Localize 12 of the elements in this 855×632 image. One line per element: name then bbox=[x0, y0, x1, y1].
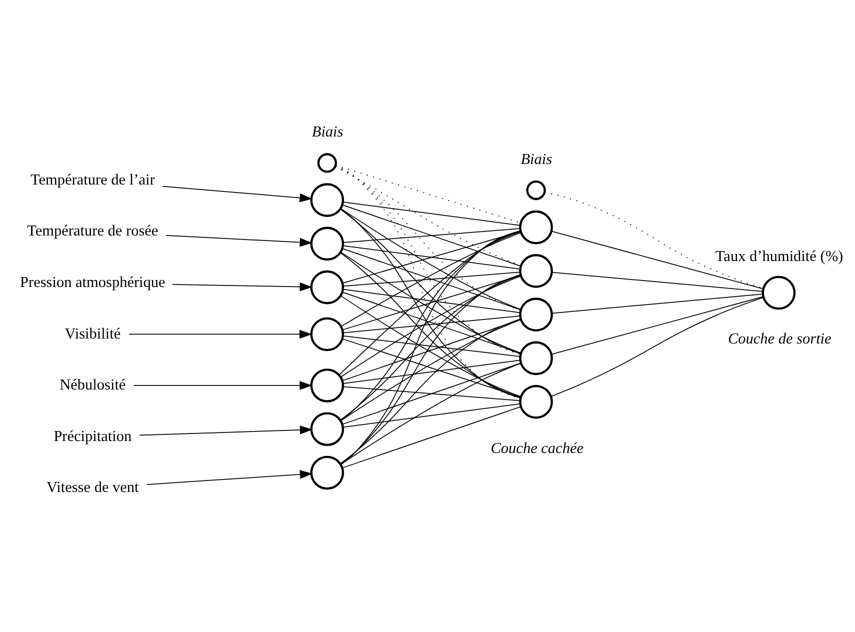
node-text: Vitesse de vent bbox=[46, 478, 139, 496]
node-text: Visibilité bbox=[64, 324, 121, 342]
node-text: Température de l’air bbox=[30, 170, 155, 188]
node-text: Température de rosée bbox=[27, 222, 158, 240]
label: Couche de sortie bbox=[728, 330, 832, 348]
node-label: Biais bbox=[312, 122, 344, 140]
node-label: Biais bbox=[520, 150, 552, 168]
node-label: Taux d’humidité (%) bbox=[715, 247, 844, 264]
label: Couche cachée bbox=[490, 439, 584, 456]
node-text: Précipitation bbox=[54, 427, 132, 444]
node-text: Nébulosité bbox=[60, 376, 126, 394]
node-text: Pression atmosphérique bbox=[20, 274, 166, 290]
